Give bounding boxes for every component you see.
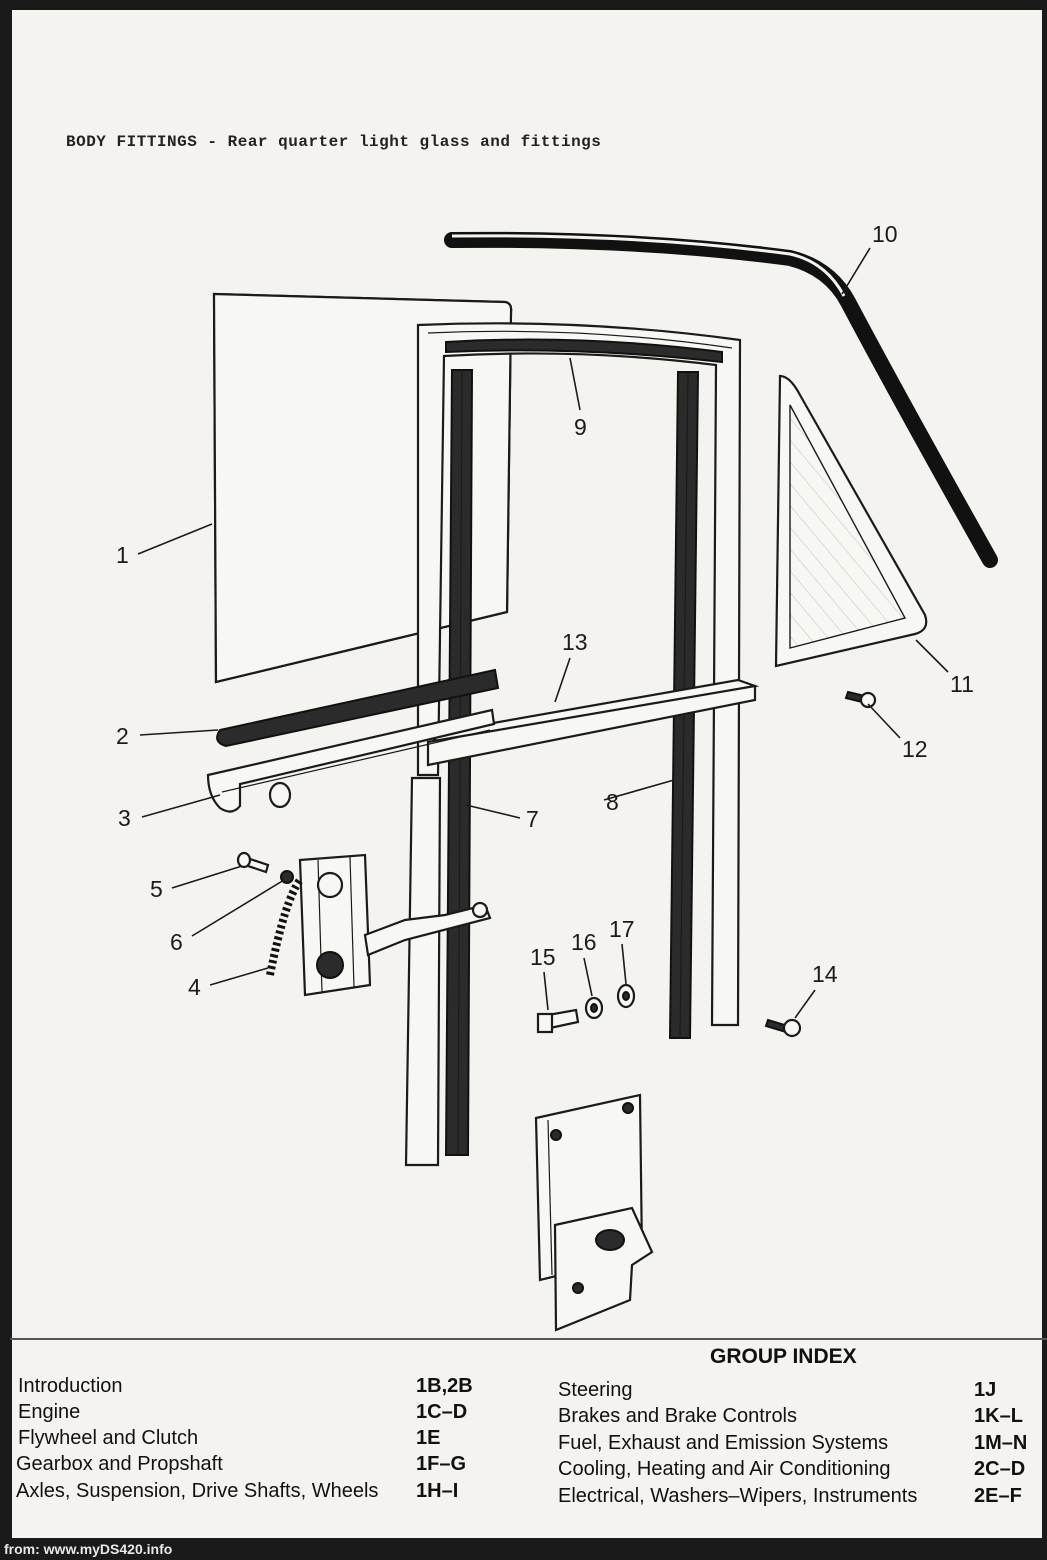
index-label: Flywheel and Clutch <box>18 1427 199 1449</box>
index-label: Axles, Suspension, Drive Shafts, Wheels <box>16 1480 379 1502</box>
callout-7: 7 <box>526 806 539 832</box>
callout-2: 2 <box>116 723 129 749</box>
index-label: Fuel, Exhaust and Emission Systems <box>558 1432 889 1454</box>
callout-16: 16 <box>571 929 597 955</box>
index-label: Electrical, Washers–Wipers, Instruments <box>558 1485 918 1507</box>
exploded-parts-diagram: 1 2 3 4 5 6 7 8 9 10 11 12 13 14 15 16 1… <box>116 221 998 1332</box>
screw-part-14 <box>764 1018 802 1038</box>
index-label: Gearbox and Propshaft <box>16 1453 223 1475</box>
index-entry: Axles, Suspension, Drive Shafts, Wheels … <box>16 1480 496 1506</box>
spring-washer-part-16 <box>584 996 604 1020</box>
index-code: 1H–I <box>416 1480 459 1502</box>
index-entry: Brakes and Brake Controls 1K–L <box>558 1405 1038 1431</box>
index-code: 2E–F <box>974 1485 1022 1507</box>
bolt-part-15 <box>536 1008 580 1034</box>
index-entry: Flywheel and Clutch 1E <box>18 1427 498 1453</box>
callout-11: 11 <box>950 671 974 697</box>
page-title: BODY FITTINGS - Rear quarter light glass… <box>66 133 602 151</box>
index-code: 1K–L <box>974 1405 1023 1427</box>
index-label: Engine <box>18 1401 81 1423</box>
index-entry: Steering 1J <box>558 1379 1038 1405</box>
index-code: 1F–G <box>416 1453 467 1475</box>
callout-9: 9 <box>574 414 587 440</box>
roof-moulding-part-10 <box>444 231 998 568</box>
index-label: Steering <box>558 1379 633 1401</box>
callout-10: 10 <box>872 221 898 247</box>
callout-12: 12 <box>902 736 928 762</box>
index-code: 1B,2B <box>416 1375 473 1397</box>
index-entry: Engine 1C–D <box>18 1401 498 1427</box>
callout-5: 5 <box>150 876 163 902</box>
index-entry: Cooling, Heating and Air Conditioning 2C… <box>558 1458 1038 1484</box>
group-index-title: GROUP INDEX <box>710 1345 857 1368</box>
waist-rail-part-13 <box>421 678 760 767</box>
quarter-light-glass-part-11 <box>774 374 928 668</box>
callout-3: 3 <box>118 805 131 831</box>
manual-page <box>12 10 1042 1538</box>
index-divider <box>10 1338 1047 1340</box>
bolt-part-5 <box>236 851 270 874</box>
index-entry: Gearbox and Propshaft 1F–G <box>16 1453 496 1479</box>
callout-17: 17 <box>609 916 635 942</box>
index-code: 2C–D <box>974 1458 1026 1480</box>
index-entry: Introduction 1B,2B <box>18 1375 498 1401</box>
screw-part-12 <box>844 690 877 709</box>
footer-strip <box>0 1538 1047 1560</box>
lower-mounting-bracket <box>534 1093 654 1332</box>
callout-8: 8 <box>606 789 619 815</box>
index-entry: Fuel, Exhaust and Emission Systems 1M–N <box>558 1432 1038 1458</box>
index-code: 1J <box>974 1379 997 1401</box>
window-regulator-part-4 <box>266 853 492 997</box>
lower-channel-part-3 <box>206 708 496 813</box>
callout-1: 1 <box>116 542 129 568</box>
plain-washer-part-17 <box>616 983 636 1009</box>
glass-seal-part-2 <box>216 668 500 748</box>
callout-6: 6 <box>170 929 183 955</box>
callout-13: 13 <box>562 629 588 655</box>
index-label: Brakes and Brake Controls <box>558 1405 798 1427</box>
rear-channel-part-7 <box>404 369 474 1167</box>
index-code: 1C–D <box>416 1401 468 1423</box>
source-caption: from: www.myDS420.info <box>4 1541 173 1557</box>
index-code: 1E <box>416 1427 441 1449</box>
callout-15: 15 <box>530 944 556 970</box>
index-label: Introduction <box>18 1375 123 1397</box>
callout-14: 14 <box>812 961 838 987</box>
index-code: 1M–N <box>974 1432 1028 1454</box>
callout-4: 4 <box>188 974 201 1000</box>
index-label: Cooling, Heating and Air Conditioning <box>558 1458 891 1480</box>
index-entry: Electrical, Washers–Wipers, Instruments … <box>558 1485 1038 1511</box>
